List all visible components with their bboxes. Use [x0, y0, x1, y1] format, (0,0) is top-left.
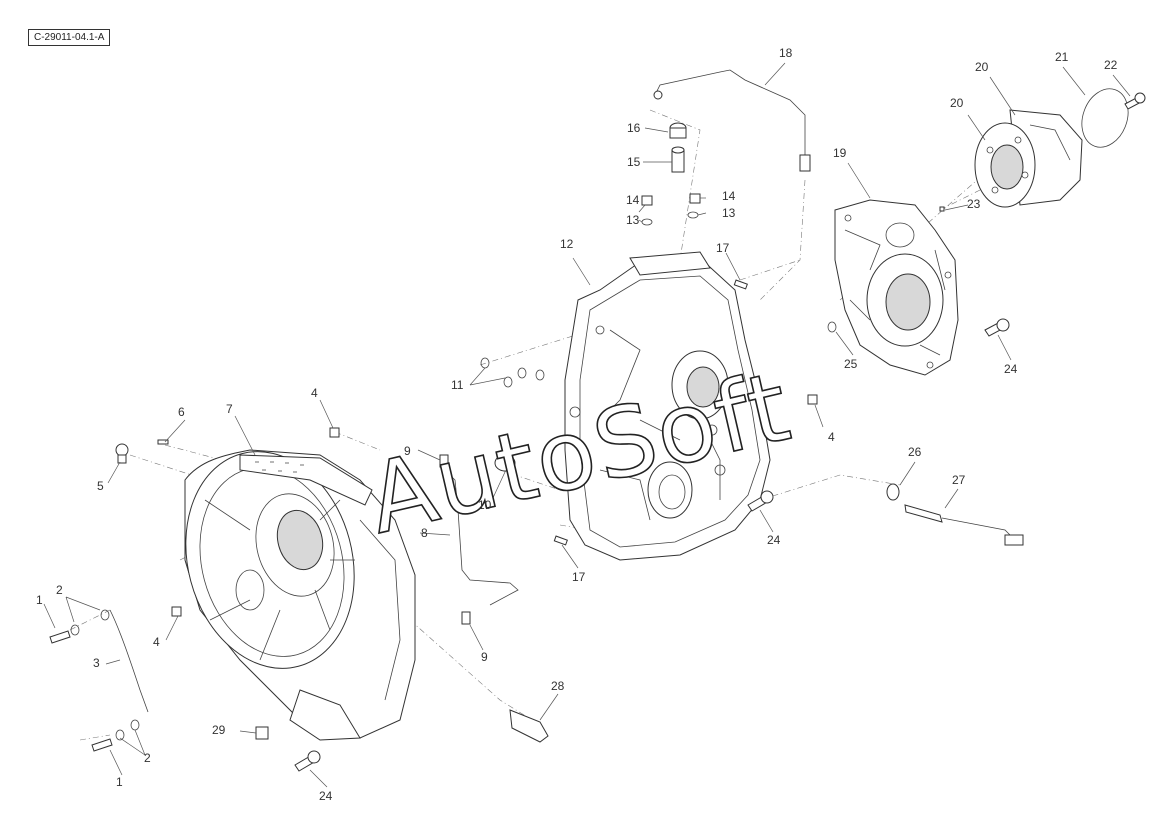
callout-3: 3 — [93, 656, 100, 670]
callout-2: 2 — [144, 751, 151, 765]
callout-7: 7 — [226, 402, 233, 416]
rear-cover-part-19 — [834, 199, 959, 376]
callout-16: 16 — [627, 121, 641, 135]
callout-4: 4 — [153, 635, 160, 649]
callout-20: 20 — [975, 60, 989, 74]
callout-2: 2 — [56, 583, 63, 597]
callout-15: 15 — [627, 155, 641, 169]
callout-4: 4 — [828, 430, 835, 444]
callout-13: 13 — [626, 213, 640, 227]
callout-23: 23 — [967, 197, 981, 211]
callout-1: 1 — [36, 593, 43, 607]
leader-lines — [43, 62, 1131, 788]
callout-14: 14 — [626, 193, 640, 207]
callout-9: 9 — [404, 444, 411, 458]
callout-19: 19 — [833, 146, 847, 160]
callout-18: 18 — [779, 46, 793, 60]
callout-5: 5 — [97, 479, 104, 493]
callout-24: 24 — [319, 789, 333, 803]
callout-28: 28 — [551, 679, 565, 693]
callout-14: 14 — [722, 189, 736, 203]
callout-25: 25 — [844, 357, 858, 371]
callout-10: 10 — [478, 498, 492, 512]
tubes-and-cables — [109, 69, 1024, 713]
callout-17: 17 — [572, 570, 586, 584]
callout-21: 21 — [1055, 50, 1069, 64]
callout-9: 9 — [481, 650, 488, 664]
callout-29: 29 — [212, 723, 226, 737]
callout-4: 4 — [311, 386, 318, 400]
callout-24: 24 — [767, 533, 781, 547]
callout-labels: 1 1 2 2 3 4 4 4 5 6 7 8 9 9 10 11 12 13 … — [36, 46, 1118, 803]
callout-22: 22 — [1104, 58, 1118, 72]
small-parts — [49, 92, 1146, 772]
callout-20: 20 — [950, 96, 964, 110]
callout-1: 1 — [116, 775, 123, 789]
callout-11: 11 — [451, 378, 464, 392]
callout-12: 12 — [560, 237, 574, 251]
callout-27: 27 — [952, 473, 966, 487]
o-ring-part-21 — [1081, 88, 1129, 148]
callout-17: 17 — [716, 241, 730, 255]
diagram-reference-code: C-29011-04.1-A — [28, 29, 111, 46]
callout-8: 8 — [421, 526, 428, 540]
bell-housing-part-7 — [184, 449, 416, 741]
callout-24: 24 — [1004, 362, 1018, 376]
callout-26: 26 — [908, 445, 922, 459]
transmission-case-part-12 — [564, 251, 771, 561]
callout-6: 6 — [178, 405, 185, 419]
callout-13: 13 — [722, 206, 736, 220]
output-housing-part-20 — [974, 109, 1083, 208]
